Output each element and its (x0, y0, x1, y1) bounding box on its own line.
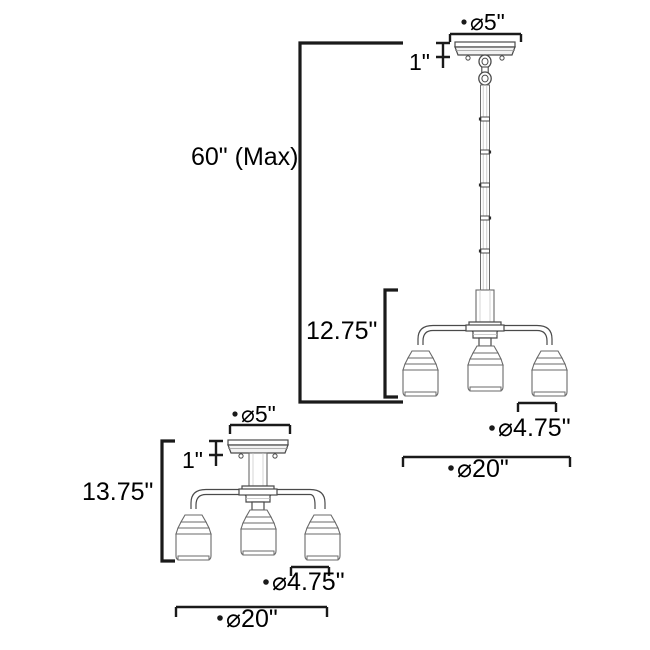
dim-max-drop: 60" (Max) (191, 41, 403, 404)
semiflush-figure (175, 439, 341, 561)
chandelier-shade-left (402, 350, 439, 397)
label-canopy-diameter-top: ⌀5" (470, 9, 505, 35)
label-overall-width-bottom: ⌀20" (226, 605, 278, 633)
dim-overall-height-bottom: 13.75" (82, 439, 175, 563)
semiflush-stem (248, 452, 268, 487)
label-max-drop: 60" (Max) (191, 143, 299, 171)
semiflush-hub (238, 485, 278, 503)
chandelier-arms (417, 324, 553, 347)
label-shade-diameter-top: ⌀4.75" (498, 414, 571, 442)
chandelier-shade-center (467, 345, 504, 392)
dim-body-height: 12.75" (306, 288, 398, 399)
label-canopy-diameter-bottom: ⌀5" (241, 401, 276, 427)
chandelier-chain (478, 84, 492, 291)
semiflush-shade-left (175, 514, 212, 561)
label-body-height: 12.75" (306, 317, 377, 345)
dim-overall-width-top: ⌀20" (401, 455, 572, 483)
chandelier-figure (402, 41, 568, 397)
label-canopy-height-bottom: 1" (182, 447, 203, 473)
dim-canopy-diameter-bottom: ⌀5" (228, 401, 292, 434)
chandelier-stem (475, 289, 495, 323)
dim-overall-width-bottom: ⌀20" (174, 605, 329, 633)
chandelier-canopy (454, 41, 516, 86)
dim-shade-diameter-bottom: ⌀4.75" (263, 565, 345, 596)
chandelier-hub (465, 321, 505, 339)
chandelier-shade-right (531, 350, 568, 397)
label-canopy-height-top: 1" (409, 49, 430, 75)
dim-shade-diameter-top: ⌀4.75" (489, 401, 571, 442)
label-shade-diameter-bottom: ⌀4.75" (272, 568, 345, 596)
label-overall-width-top: ⌀20" (457, 455, 509, 483)
dim-canopy-height-bottom: 1" (182, 439, 223, 473)
dim-canopy-diameter-top: ⌀5" (448, 9, 523, 42)
semiflush-shade-center (240, 509, 277, 556)
semiflush-canopy (227, 439, 289, 459)
semiflush-shade-right (304, 514, 341, 561)
label-overall-height-bottom: 13.75" (82, 478, 153, 506)
dim-canopy-height-top: 1" (409, 41, 450, 75)
